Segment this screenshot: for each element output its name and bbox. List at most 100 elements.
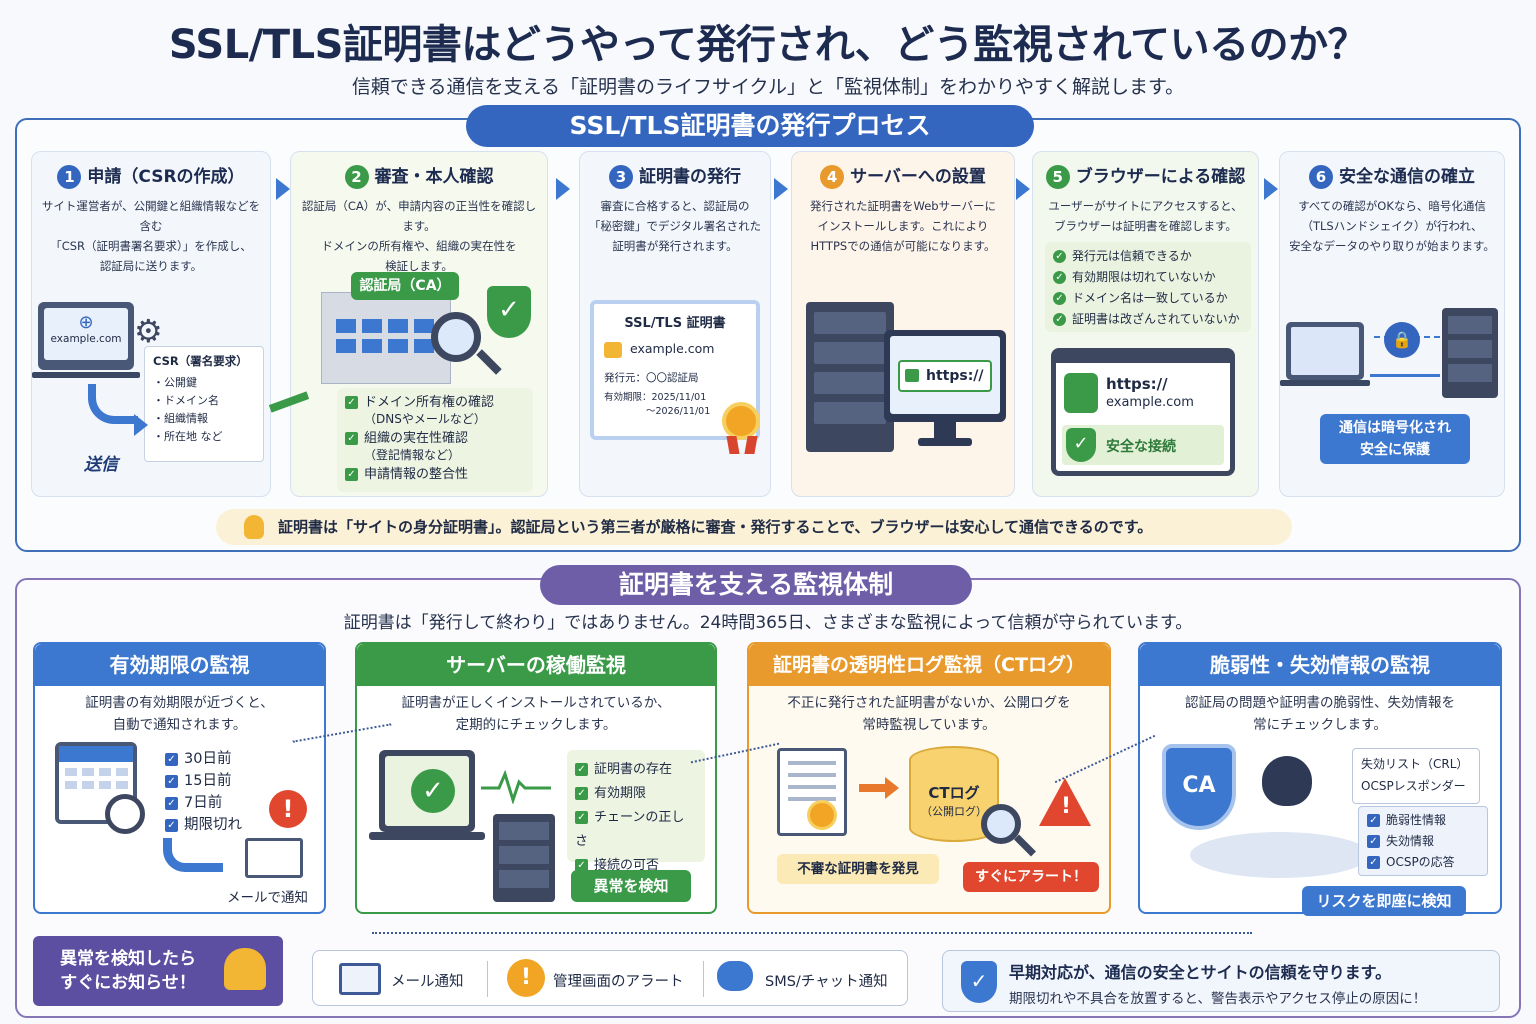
step-title: 安全な通信の確立: [1339, 167, 1475, 187]
notification-channels: メール通知 ! 管理画面のアラート SMS/チャット通知: [312, 950, 908, 1006]
step-number-badge: 1: [57, 165, 82, 189]
encrypted-badge: 通信は暗号化され 安全に保護: [1320, 414, 1470, 464]
bug-icon: [1262, 756, 1312, 806]
ocsp-label: OCSPレスポンダー: [1361, 779, 1466, 793]
step-description: 認証局（CA）が、申請内容の正当性を確認します。 ドメインの所有権や、組織の実在…: [301, 199, 537, 273]
conclusion-box: ✓ 早期対応が、通信の安全とサイトの信頼を守ります。 期限切れや不具合を放置する…: [942, 950, 1500, 1012]
seal-ribbon-icon: [722, 402, 760, 440]
globe-icon: ⊕: [78, 312, 94, 333]
checkbox-icon: ✓: [1053, 271, 1066, 284]
checkbox-icon: ✓: [575, 859, 588, 872]
notify-arrow-icon: [163, 838, 223, 872]
card-description: 証明書の有効期限が近づくと、 自動で通知されます。: [85, 695, 274, 733]
verification-checklist: ✓ドメイン所有権の確認 （DNSやメールなど） ✓組織の実在性確認 （登記情報な…: [337, 388, 533, 492]
send-arrow-icon: [88, 384, 138, 424]
checkbox-icon: ✓: [575, 811, 588, 824]
ct-log-monitoring-card: 証明書の透明性ログ監視（CTログ） 不正に発行された証明書がないか、公開ログを …: [747, 642, 1111, 914]
check-item: ✓発行元は信頼できるか: [1053, 246, 1243, 267]
checkbox-icon: ✓: [1367, 835, 1380, 848]
ca-shield-icon: CA: [1162, 744, 1236, 830]
browser-window: https:// example.com ✓ 安全な接続: [1051, 348, 1235, 476]
card-description: 証明書が正しくインストールされているか、 定期的にチェックします。: [401, 695, 671, 733]
safe-connection-label: 安全な接続: [1106, 439, 1176, 455]
card-title: 有効期限の監視: [35, 644, 324, 686]
check-item: ✓7日前: [165, 792, 242, 814]
csr-item: ・ドメイン名: [153, 394, 219, 407]
lightbulb-icon: [244, 515, 264, 539]
csr-item: ・所在地 など: [153, 430, 223, 443]
url-protocol: https://: [1106, 375, 1168, 393]
checkbox-icon: ✓: [1053, 250, 1066, 263]
checkbox-icon: ✓: [575, 763, 588, 776]
shield-check-icon: ✓: [961, 961, 997, 1003]
step-description: すべての確認がOKなら、暗号化通信 （TLSハンドシェイク）が行われ、 安全なデ…: [1289, 199, 1495, 253]
warning-icon: [1039, 778, 1091, 826]
suspicious-cert-label: 不審な証明書を発見: [777, 854, 939, 884]
crl-label: 失効リスト（CRL）: [1361, 757, 1469, 771]
flow-arrow-icon: [1264, 178, 1278, 200]
checkbox-icon: ✓: [1367, 856, 1380, 869]
check-item: ✓接続の可否: [575, 854, 697, 878]
padlock-icon: [1064, 373, 1098, 413]
checkbox-icon: ✓: [1053, 292, 1066, 305]
step-number-badge: 5: [1045, 165, 1070, 189]
check-item: ✓チェーンの正しさ: [575, 810, 685, 849]
shield-check-icon: ✓: [1066, 428, 1096, 462]
send-label: 送信: [84, 455, 118, 475]
certificate-issuer: 発行元：〇〇認証局: [604, 371, 699, 384]
bidirectional-arrow-icon: [1370, 374, 1440, 377]
card-title: 脆弱性・失効情報の監視: [1140, 644, 1500, 686]
server-icon: [493, 814, 555, 902]
check-item: ✓組織の実在性確認: [345, 430, 525, 447]
ca-building-label: 認証局（CA）: [351, 272, 459, 300]
checkbox-icon: ✓: [165, 752, 178, 766]
flow-arrow-icon: [276, 178, 290, 200]
tip-text: 証明書は「サイトの身分証明書」。認証局という第三者が厳格に審査・発行することで、…: [278, 518, 1153, 536]
step-description: サイト運営者が、公開鍵と組織情報などを含む 「CSR（証明書署名要求）」を作成し…: [41, 199, 261, 273]
monitoring-section-title: 証明書を支える監視体制: [540, 565, 972, 605]
ct-log-label: CTログ: [928, 784, 980, 802]
check-item: ✓失効情報: [1367, 831, 1479, 852]
building-icon: [321, 292, 451, 384]
alert-icon: !: [507, 959, 545, 997]
revocation-list-panel: 失効リスト（CRL） OCSPレスポンダー: [1352, 748, 1480, 804]
conclusion-subtitle: 期限切れや不具合を放置すると、警告表示やアクセス停止の原因に！: [1009, 991, 1427, 1007]
channel-label: 管理画面のアラート: [553, 974, 684, 990]
step-number-badge: 2: [344, 165, 369, 189]
padlock-icon: [604, 341, 622, 358]
tip-banner: 証明書は「サイトの身分証明書」。認証局という第三者が厳格に審査・発行することで、…: [216, 509, 1292, 545]
channel-label: メール通知: [391, 974, 464, 990]
check-item: ✓証明書の存在: [575, 758, 697, 782]
checkbox-icon: ✓: [165, 818, 178, 832]
step-description: 審査に合格すると、認証局の 「秘密鍵」でデジタル署名された 証明書が発行されます…: [588, 199, 762, 253]
https-label: https://: [926, 368, 984, 384]
alert-icon: !: [269, 790, 307, 828]
card-description: 認証局の問題や証明書の脆弱性、失効情報を 常にチェックします。: [1185, 695, 1455, 733]
certificate-validity: 有効期限：2025/11/01: [604, 391, 707, 403]
server-rack-icon: [806, 302, 894, 452]
csr-item: ・公開鍵: [153, 376, 197, 389]
page-title: SSL/TLS証明書はどうやって発行され、どう監視されているのか？: [168, 22, 1368, 68]
checkbox-icon: ✓: [165, 796, 178, 810]
expiry-monitoring-card: 有効期限の監視 証明書の有効期限が近づくと、 自動で通知されます。 ✓30日前 …: [33, 642, 326, 914]
check-item: ✓申請情報の整合性: [345, 466, 525, 483]
risk-detected-badge: リスクを即座に検知: [1302, 886, 1466, 916]
envelope-icon: [245, 838, 303, 878]
url-domain: example.com: [1106, 395, 1194, 410]
check-item: ✓ドメイン所有権の確認: [345, 394, 525, 411]
server-monitoring-card: サーバーの稼働監視 証明書が正しくインストールされているか、 定期的にチェックし…: [355, 642, 717, 914]
gear-icon: ⚙: [134, 312, 163, 350]
seal-icon: [807, 800, 837, 830]
certificate-validity-end: ～2026/11/01: [646, 405, 711, 417]
step-title: ブラウザーによる確認: [1075, 167, 1246, 187]
csr-item: ・組織情報: [153, 412, 208, 425]
clock-icon: [105, 794, 145, 834]
check-item: ✓30日前: [165, 748, 242, 770]
checkbox-icon: ✓: [165, 774, 178, 788]
step-description: ユーザーがサイトにアクセスすると、 ブラウザーは証明書を確認します。: [1048, 199, 1243, 233]
